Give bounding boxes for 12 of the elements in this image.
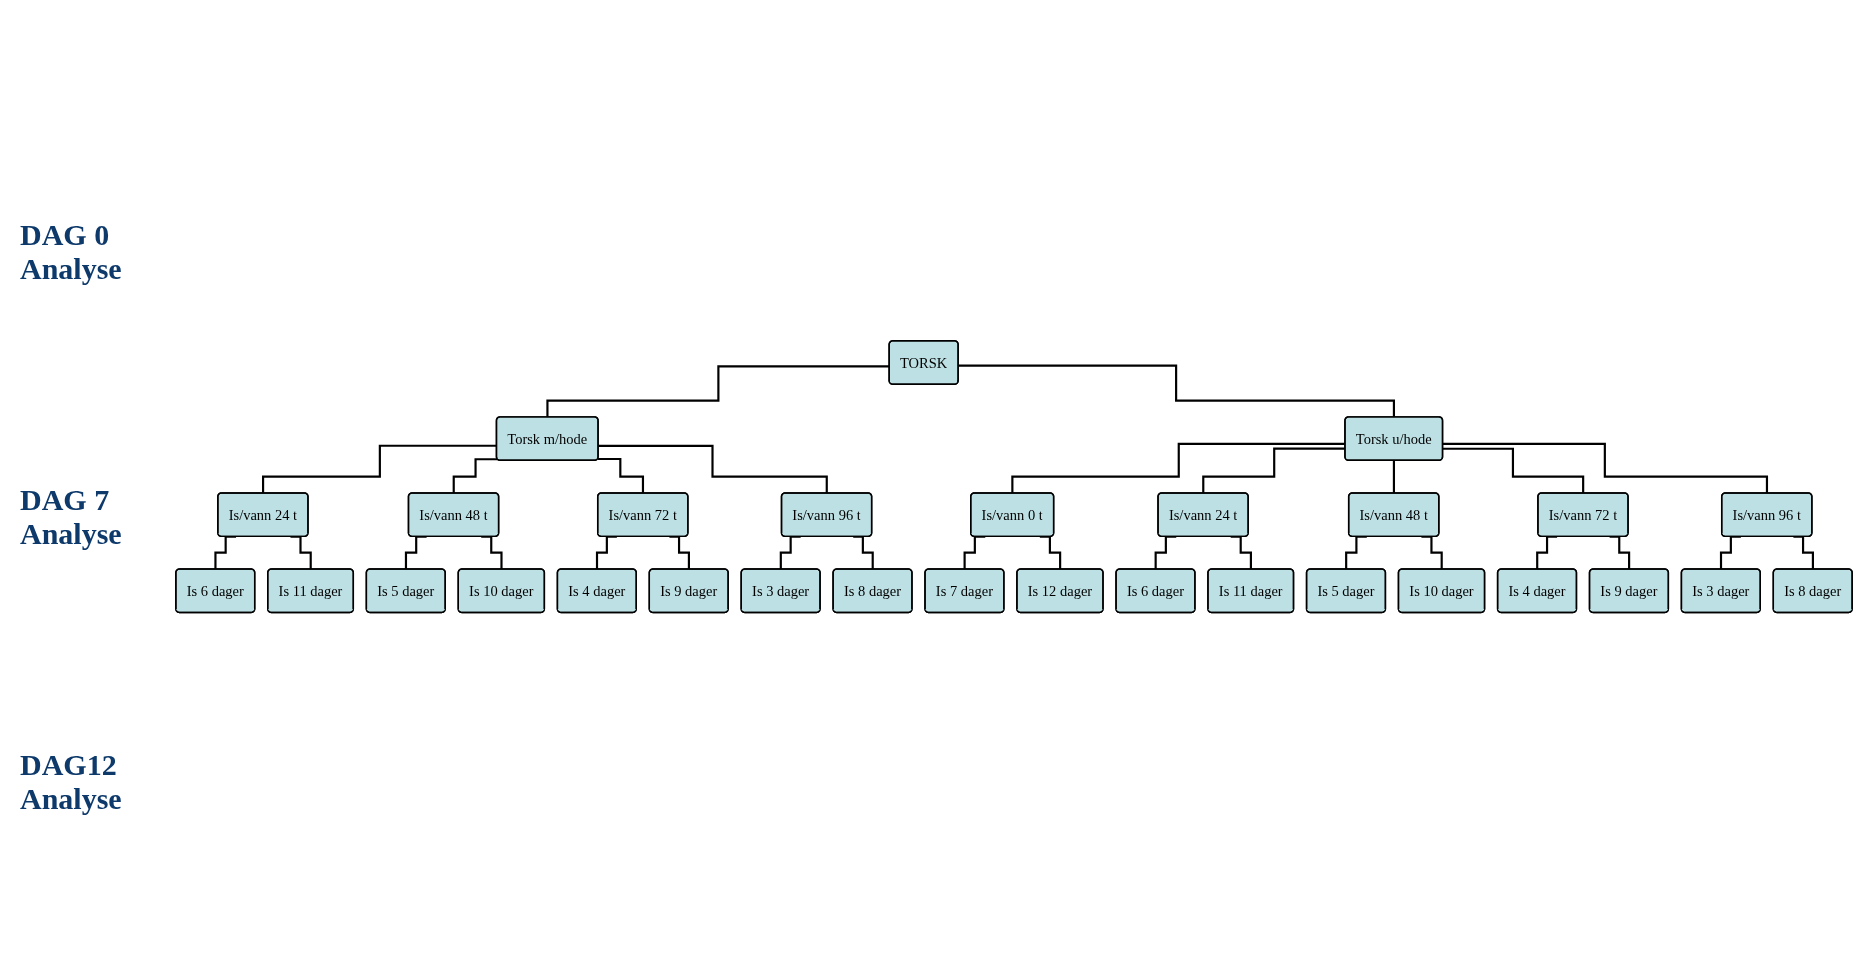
connector: [1442, 443, 1769, 495]
connector: [452, 458, 498, 495]
connector: [598, 445, 829, 495]
connector: [262, 445, 497, 495]
row-label: DAG 7 Analyse: [20, 483, 123, 551]
connector: [1442, 448, 1585, 495]
row-label: DAG 0 Analyse: [20, 218, 123, 287]
connector: [597, 458, 645, 495]
connector: [958, 364, 1396, 419]
connector: [546, 365, 890, 419]
row-label: DAG12 Analyse: [20, 747, 123, 816]
connector: [1392, 459, 1396, 495]
